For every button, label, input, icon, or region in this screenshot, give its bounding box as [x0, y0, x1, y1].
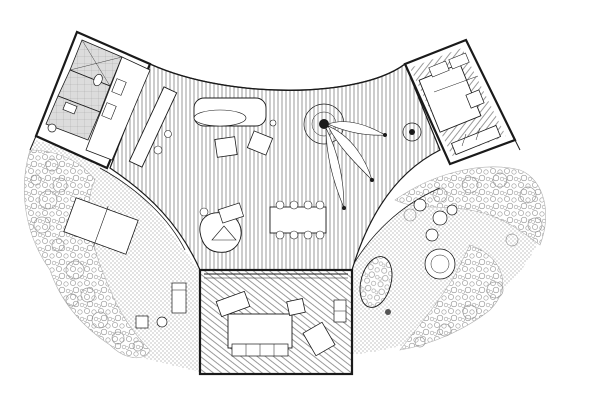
- sink-area: [45, 95, 101, 141]
- shrub-cluster-left: [30, 158, 144, 352]
- bed: [418, 52, 482, 133]
- side-table: [269, 119, 277, 127]
- garden-left-edge: [99, 167, 186, 251]
- pendant-lamp: [402, 122, 422, 142]
- garden-right-edge: [349, 187, 441, 271]
- shrub-cluster-right: [403, 172, 543, 348]
- bedroom-partition: [404, 63, 451, 165]
- planter: [385, 309, 391, 315]
- deck-outline-top: [149, 63, 406, 91]
- outdoor-seating-right: [413, 198, 458, 242]
- terrace-edge-left: [29, 135, 37, 151]
- living-armchair: [286, 298, 306, 316]
- coffee-table: [215, 290, 251, 318]
- sun-lounger: [171, 282, 187, 314]
- living-room-walls: [198, 268, 354, 376]
- round-table-right: [424, 248, 456, 280]
- garden-left-foliage: [23, 149, 151, 358]
- desk: [302, 321, 336, 357]
- kitchen-counter: [128, 86, 178, 168]
- armchair-2: [246, 130, 274, 156]
- vanity-counter: [85, 56, 151, 161]
- nightstand: [465, 89, 485, 109]
- sink: [62, 101, 78, 115]
- daybed: [193, 97, 267, 127]
- stool: [199, 207, 209, 217]
- garden-right: [349, 166, 546, 355]
- toilet: [93, 73, 103, 87]
- bathroom-pavilion: [34, 30, 152, 170]
- garden-left: [23, 140, 200, 372]
- living-room: [198, 268, 354, 376]
- floor-lamp: [303, 103, 387, 210]
- cabinet-2: [101, 102, 117, 120]
- armchair-1: [214, 136, 238, 158]
- basin: [47, 123, 57, 133]
- dining-table: [269, 200, 327, 240]
- sofa: [227, 313, 293, 357]
- terrace-edge-right: [514, 139, 521, 151]
- garden-stool: [135, 315, 149, 329]
- lounge-chair: [199, 202, 245, 253]
- cabinet-1: [111, 78, 127, 96]
- outdoor-table-left: [63, 197, 139, 255]
- garden-pot: [156, 316, 168, 328]
- oval-pool: [359, 256, 393, 308]
- bedroom-pavilion: [403, 38, 517, 166]
